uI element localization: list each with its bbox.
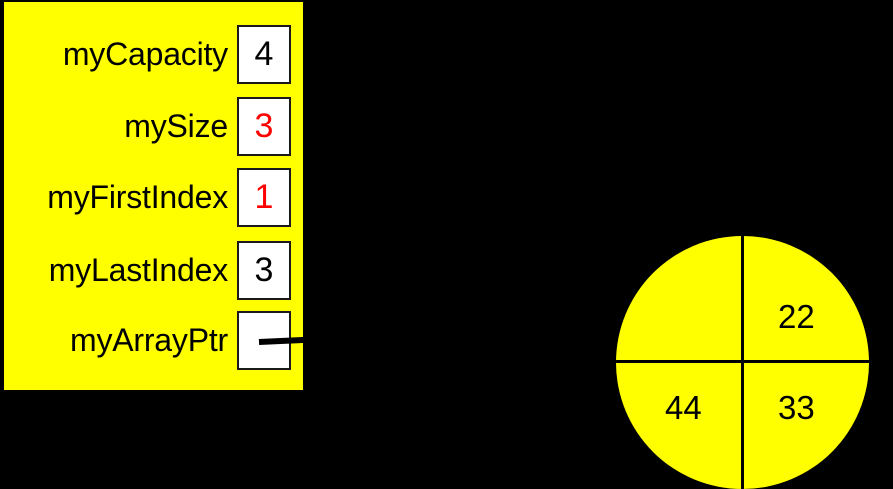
field-box-my-size[interactable]: 3 (237, 96, 291, 156)
queue-struct-box: myCapacity 4 mySize 3 myFirstIndex 1 myL… (2, 0, 342, 392)
field-box-my-capacity[interactable]: 4 (237, 24, 291, 84)
array-slot-2: 33 (778, 389, 815, 426)
pointer-arrow-icon (258, 334, 342, 345)
field-box-my-first-index[interactable]: 1 (237, 167, 291, 227)
array-divider-horizontal (616, 360, 869, 363)
field-row-my-array-ptr: myArrayPtr (4, 310, 342, 370)
field-label-my-last-index: myLastIndex (48, 252, 228, 288)
array-slot-3: 44 (665, 389, 702, 426)
field-label-my-first-index: myFirstIndex (47, 179, 228, 215)
field-row-my-first-index: myFirstIndex 1 (4, 167, 303, 227)
field-box-my-last-index[interactable]: 3 (237, 240, 291, 300)
field-value-my-size: 3 (254, 107, 274, 145)
field-row-my-capacity: myCapacity 4 (4, 24, 303, 84)
field-value-my-first-index: 1 (254, 178, 274, 216)
field-box-my-array-ptr[interactable] (237, 310, 342, 370)
field-row-my-last-index: myLastIndex 3 (4, 240, 303, 300)
field-label-my-capacity: myCapacity (62, 36, 228, 72)
array-slot-1: 22 (778, 298, 815, 335)
field-value-my-capacity: 4 (254, 35, 274, 73)
field-row-my-size: mySize 3 (4, 96, 303, 156)
field-label-my-array-ptr: myArrayPtr (69, 322, 228, 358)
field-value-my-last-index: 3 (254, 251, 274, 289)
circular-array: 22 33 44 (616, 236, 869, 489)
field-label-my-size: mySize (124, 108, 228, 144)
